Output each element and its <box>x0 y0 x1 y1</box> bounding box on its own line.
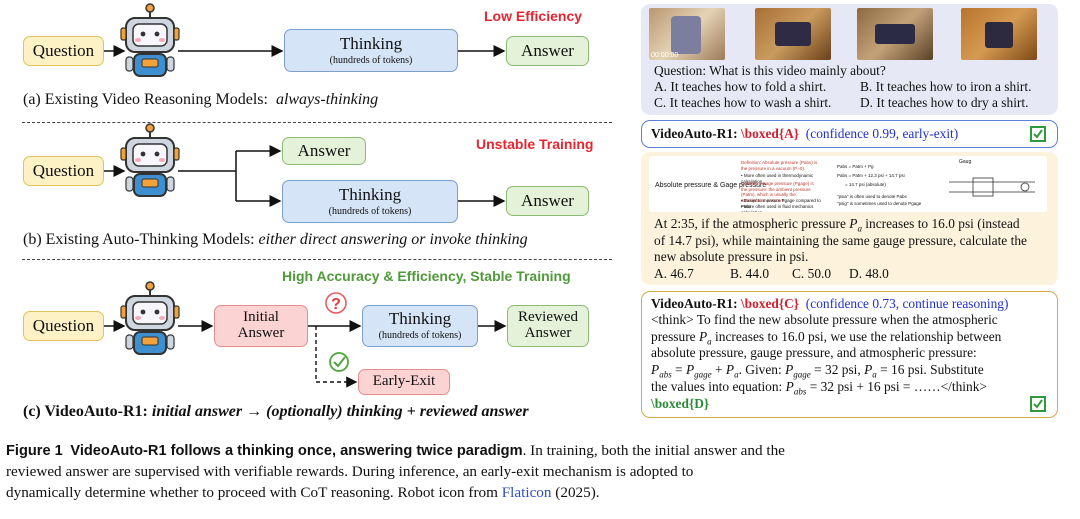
caption-a: (a) Existing Video Reasoning Models: alw… <box>23 91 379 108</box>
option-d: D. It teaches how to dry a shirt. <box>860 95 1029 110</box>
question-box: Question <box>23 311 104 341</box>
result-early-exit: VideoAuto-R1: \boxed{A} (confidence 0.99… <box>641 120 1058 148</box>
option-d: D. 48.0 <box>849 266 889 281</box>
option-a: A. 46.7 <box>654 266 694 281</box>
label-unstable-training: Unstable Training <box>476 136 594 152</box>
option-c: C. 50.0 <box>792 266 832 281</box>
question-box: Question <box>23 36 104 66</box>
check-icon <box>1030 126 1046 142</box>
final-boxed-answer: \boxed{D} <box>651 396 710 411</box>
slide-frame: Absolute pressure & Gage pressure Defini… <box>649 156 1047 212</box>
answer-box: Answer <box>506 186 589 216</box>
video-frame <box>961 8 1037 60</box>
video-question-panel-2: Absolute pressure & Gage pressure Defini… <box>641 152 1058 285</box>
caption-b: (b) Existing Auto-Thinking Models: eithe… <box>23 231 528 248</box>
svg-text:?: ? <box>331 296 341 313</box>
label-low-efficiency: Low Efficiency <box>484 8 583 24</box>
label-high-accuracy: High Accuracy & Efficiency, Stable Train… <box>282 268 571 284</box>
check-circle-icon <box>329 352 349 372</box>
robot-icon <box>120 123 180 197</box>
video-frame: 00:00:00 <box>649 8 725 60</box>
option-b: B. It teaches how to iron a shirt. <box>860 79 1032 94</box>
option-c: C. It teaches how to wash a shirt. <box>654 95 832 110</box>
answer-box: Answer <box>506 36 589 66</box>
diagram-connectors: ? <box>104 3 507 388</box>
question-text: Question: What is this video mainly abou… <box>654 63 886 78</box>
thinking-box: Thinking(hundreds of tokens) <box>282 180 458 223</box>
thinking-box: Thinking(hundreds of tokens) <box>284 29 458 72</box>
divider <box>22 122 612 123</box>
robot-icon <box>120 3 180 77</box>
video-frame <box>857 8 933 60</box>
robot-icon <box>120 281 180 355</box>
figure-caption-line1: Figure 1 VideoAuto-R1 follows a thinking… <box>6 442 785 459</box>
figure-caption-line3: dynamically determine whether to proceed… <box>6 484 600 501</box>
flaticon-link[interactable]: Flaticon <box>501 484 552 501</box>
answer-box: Answer <box>282 137 366 165</box>
divider <box>22 259 612 260</box>
option-b: B. 44.0 <box>730 266 770 281</box>
question-box: Question <box>23 156 104 186</box>
result-continue-reasoning: VideoAuto-R1: \boxed{C} (confidence 0.73… <box>641 291 1058 418</box>
video-frame <box>755 8 831 60</box>
caption-c: (c) VideoAuto-R1: initial answer → (opti… <box>23 403 529 420</box>
check-icon <box>1030 396 1046 412</box>
figure-caption-line2: reviewed answer are supervised with veri… <box>6 463 694 480</box>
question-mark-icon: ? <box>325 292 347 314</box>
thinking-box: Thinking(hundreds of tokens) <box>362 305 478 347</box>
early-exit-box: Early-Exit <box>358 369 450 395</box>
option-a: A. It teaches how to fold a shirt. <box>654 79 827 94</box>
video-question-panel: 00:00:00 Question: What is this video ma… <box>641 4 1058 115</box>
